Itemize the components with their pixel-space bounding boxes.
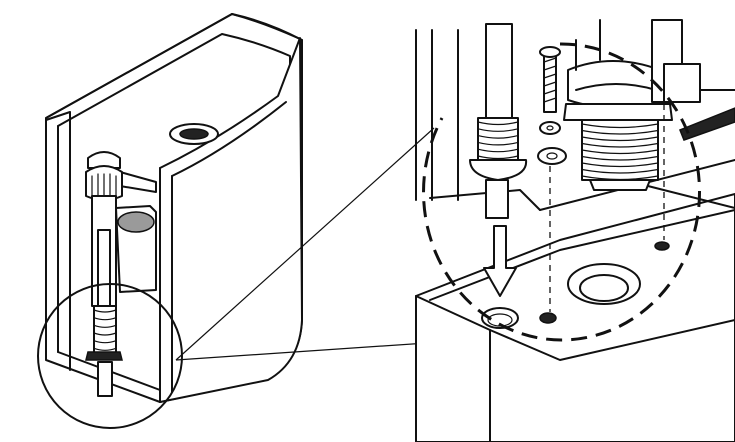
detail-fill-valve [469,23,528,219]
detail-rib [477,155,519,160]
zoom-circle [37,283,183,429]
mounting-bolt [539,46,561,113]
fill-valve [85,151,157,397]
detail-view [415,19,735,442]
leader-line [175,127,435,361]
thread-ring [581,123,659,129]
valve-rib [93,324,117,328]
washer [539,121,561,135]
thread-ring [581,168,659,174]
detail-rib [477,141,519,146]
detail-rib [477,128,519,132]
flush-lever [169,123,219,145]
thread-ring [581,136,659,142]
valve-rib [93,317,117,321]
thread-ring [581,155,659,161]
valve-rib [93,347,117,351]
thread-ring [581,142,659,148]
insert-arrow [483,225,517,297]
valve-hole [481,307,519,329]
toilet-tank [45,13,303,403]
valve-rib [93,340,117,344]
thread-ring [581,162,659,168]
bolt-hole [539,312,557,324]
thread-ring [581,149,659,155]
valve-rib [93,309,117,313]
flush-outlet-hole [567,263,641,305]
nut [537,147,567,165]
detail-circle [422,42,702,342]
detail-rib [477,148,519,153]
detail-rib [477,135,519,139]
detail-valve-ribs [477,121,519,160]
detail-rib [477,121,519,126]
thread-ring [581,129,659,135]
flush-valve [563,19,735,191]
bolt-hole [654,241,670,251]
valve-rib [93,332,117,336]
